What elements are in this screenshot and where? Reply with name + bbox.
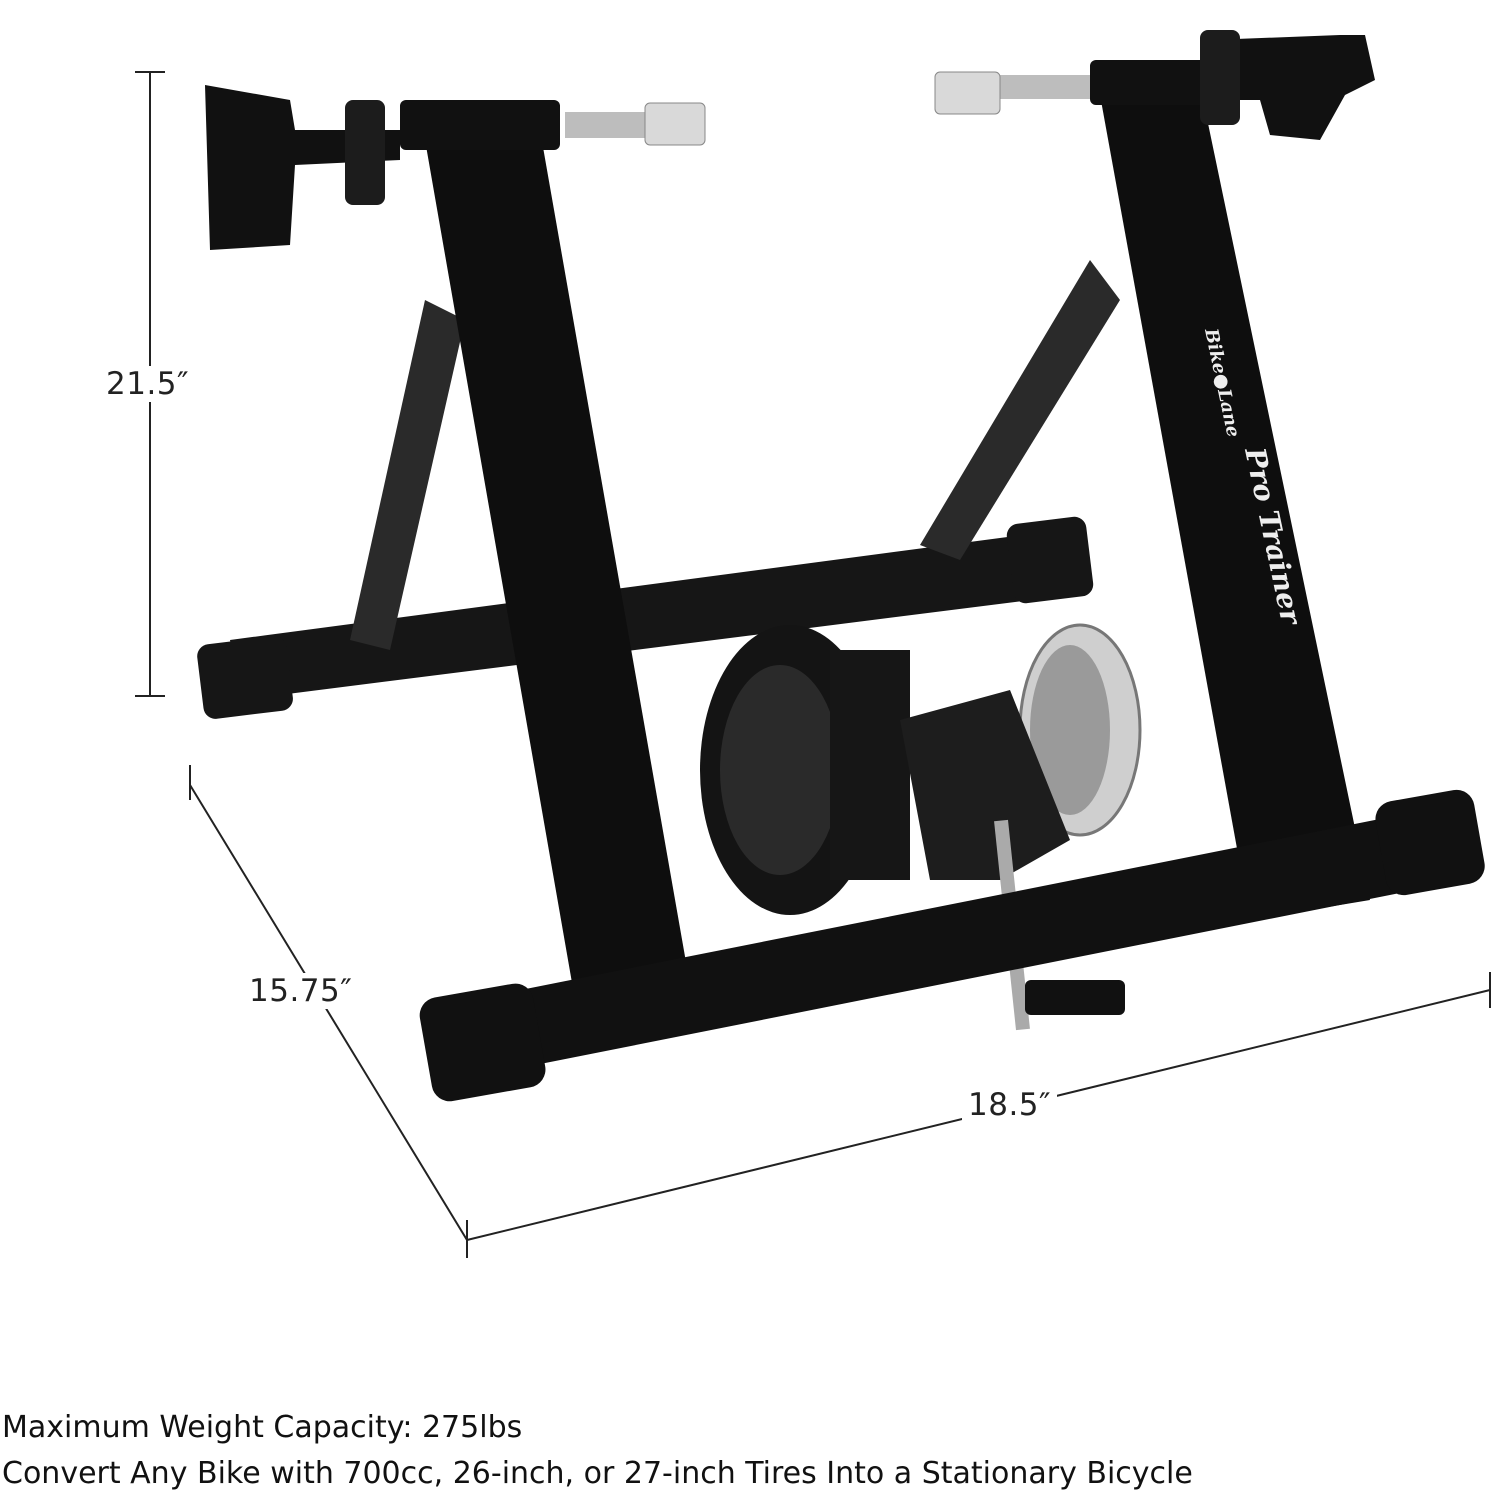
width-dimension-label: 18.5″ [962, 1087, 1058, 1123]
height-dimension-label: 21.5″ [100, 366, 196, 402]
compatibility-caption: Convert Any Bike with 700cc, 26-inch, or… [2, 1456, 1193, 1491]
depth-dimension-label: 15.75″ [243, 973, 359, 1009]
weight-capacity-caption: Maximum Weight Capacity: 275lbs [2, 1410, 523, 1445]
axle-screws [565, 71, 1090, 146]
front-crossbar [419, 789, 1485, 1102]
braces [350, 260, 1120, 650]
uprights [425, 85, 1370, 1000]
arms [205, 30, 1375, 250]
rear-crossbar [197, 516, 1094, 719]
